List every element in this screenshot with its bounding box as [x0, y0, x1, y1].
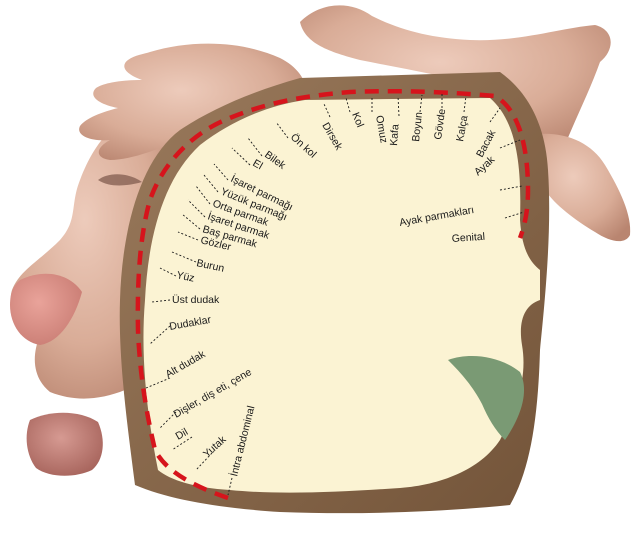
label-ust-dudak: Üst dudak — [172, 294, 220, 306]
tongue-illustration — [27, 413, 103, 476]
label-kafa: Kafa — [388, 124, 401, 147]
label-genital: Genital — [451, 231, 485, 245]
